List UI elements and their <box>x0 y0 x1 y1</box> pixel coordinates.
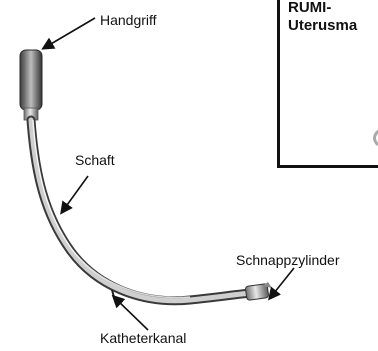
arrow-handle <box>44 18 95 48</box>
arrow-snap-cylinder <box>270 268 294 298</box>
handle <box>20 50 42 120</box>
label-handle: Handgriff <box>100 12 157 28</box>
shaft <box>31 120 262 304</box>
snap-cylinder <box>245 282 272 300</box>
label-snap-cylinder: Schnappzylinder <box>236 252 340 268</box>
inset-title-line2: Uterusma <box>288 17 357 35</box>
arrow-shaft <box>62 176 88 212</box>
arrow-catheter-channel <box>114 297 148 330</box>
inset-device-icon <box>368 127 378 147</box>
inset-title-line1: RUMI- <box>288 0 331 17</box>
inset-panel: RUMI- Uterusma <box>277 0 378 168</box>
label-catheter-channel: Katheterkanal <box>100 330 186 346</box>
label-shaft: Schaft <box>75 152 115 168</box>
